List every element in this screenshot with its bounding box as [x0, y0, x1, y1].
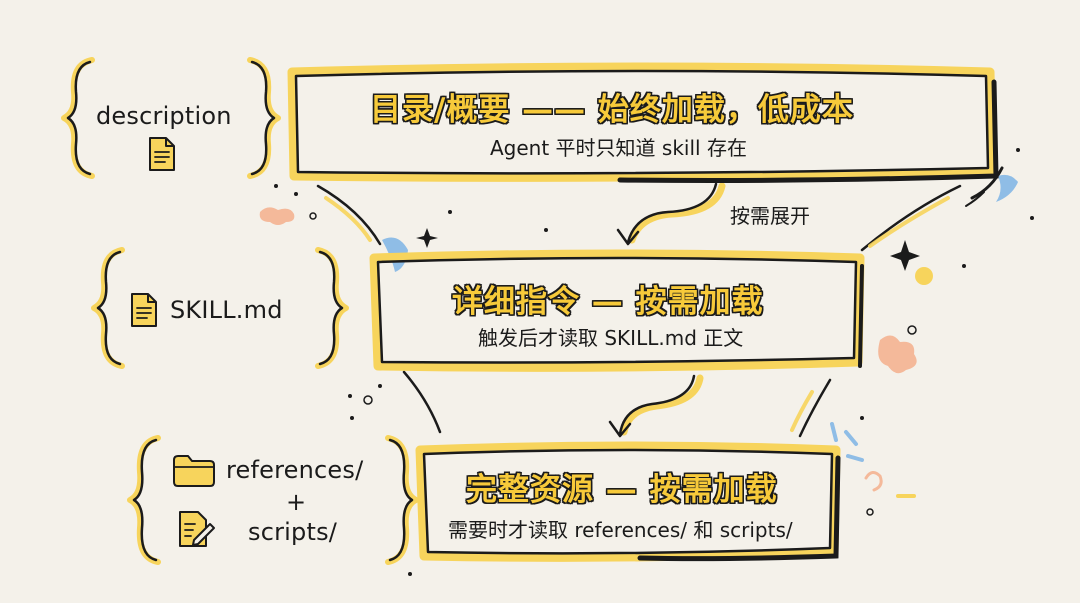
funnel-connectors-highlight: [324, 196, 950, 432]
connector-highlight: [790, 390, 814, 432]
small-dot-shape: [1030, 216, 1034, 220]
small-dot-shape: [866, 508, 874, 516]
left-brace: [132, 438, 158, 562]
small-dot-shape: [294, 192, 298, 196]
yellow-dot-shape: [915, 267, 933, 285]
arrow-highlight: [620, 374, 704, 436]
tier-3-title: 完整资源 — 按需加载: [466, 472, 778, 508]
tier-3-label-scripts: scripts/: [248, 518, 338, 546]
connector-line: [798, 378, 832, 438]
blue-dash-shape: [846, 454, 864, 462]
funnel-connectors: [316, 184, 962, 438]
box-outline: [422, 448, 834, 555]
small-dot-shape: [363, 395, 373, 405]
peach-squiggle-shape: [864, 471, 883, 492]
arrow-highlight: [628, 182, 726, 244]
box-shadow-edge: [637, 455, 841, 562]
small-dot-shape: [907, 325, 917, 335]
connector-line: [316, 184, 382, 246]
edit-document-icon: [179, 511, 215, 547]
arrowhead-icon: [608, 420, 632, 438]
left-brace: [96, 250, 122, 366]
box-highlight: [287, 62, 997, 182]
right-brace: [388, 438, 414, 562]
arrowhead-icon: [616, 228, 640, 246]
small-dot-shape: [1016, 148, 1020, 152]
tier-3-subtitle: 需要时才读取 references/ 和 scripts/: [448, 518, 793, 542]
document-icon: [149, 137, 175, 171]
expand-on-demand-annotation: 按需展开: [730, 204, 810, 228]
tier-3-label-references: references/: [226, 456, 364, 484]
swoosh-line: [965, 191, 985, 207]
box-shadow-edge: [617, 79, 999, 183]
box-highlight: [369, 249, 865, 372]
tier-3-box: [415, 441, 841, 562]
small-dot-shape: [408, 572, 412, 576]
left-brace-highlight: [91, 247, 125, 369]
blue-dash-shape: [830, 422, 838, 442]
small-dot-shape: [348, 394, 352, 398]
sparkle-star-icon: [416, 228, 438, 248]
tier-2-box: [369, 249, 865, 372]
right-brace-highlight: [247, 57, 281, 179]
left-brace-highlight: [127, 435, 161, 565]
tier-3-label-plus: +: [286, 488, 307, 516]
peach-blob-shape: [878, 335, 917, 374]
small-dot-shape: [448, 210, 452, 214]
right-brace: [250, 60, 276, 176]
folder-icon: [173, 455, 215, 487]
down-arrow-2: [618, 374, 696, 436]
sparkle-star-icon: [890, 240, 920, 271]
decorations: [259, 148, 1034, 576]
down-arrow-1: [626, 182, 718, 244]
connector-highlight: [324, 196, 372, 242]
box-outline: [376, 256, 858, 364]
peach-blob-shape: [259, 207, 295, 225]
tier-1-label: description: [96, 102, 232, 130]
right-brace-highlight: [385, 435, 419, 565]
tier-1-box: [287, 62, 999, 183]
tier-1-title: 目录/概要 —— 始终加载，低成本: [370, 92, 854, 128]
flow-arrows: [608, 182, 726, 438]
swoosh-line: [970, 166, 1004, 200]
tier-1-subtitle: Agent 平时只知道 skill 存在: [490, 136, 747, 160]
connector-line: [402, 370, 442, 434]
small-dot-shape: [378, 384, 382, 388]
connector-highlight: [868, 196, 950, 248]
small-dot-shape: [274, 184, 278, 188]
small-dot-shape: [309, 212, 317, 220]
box-shadow-edge: [858, 264, 864, 368]
small-dot-shape: [350, 416, 354, 420]
right-brace: [318, 250, 344, 366]
left-brace-highlight: [61, 57, 95, 179]
tier-2-subtitle: 触发后才读取 SKILL.md 正文: [478, 326, 744, 350]
tier-2-label: SKILL.md: [170, 296, 283, 324]
blue-dash-shape: [844, 430, 858, 446]
left-brace: [66, 60, 92, 176]
small-dot-shape: [544, 228, 548, 232]
document-icon: [131, 293, 157, 327]
right-brace-highlight: [315, 247, 349, 369]
small-dot-shape: [860, 416, 864, 420]
braces: [61, 57, 419, 565]
connector-line: [860, 184, 962, 252]
blue-swoosh-shape: [996, 174, 1018, 202]
small-dot-shape: [962, 264, 966, 268]
tier-2-title: 详细指令 — 按需加载: [452, 284, 764, 320]
box-outline: [294, 69, 990, 175]
